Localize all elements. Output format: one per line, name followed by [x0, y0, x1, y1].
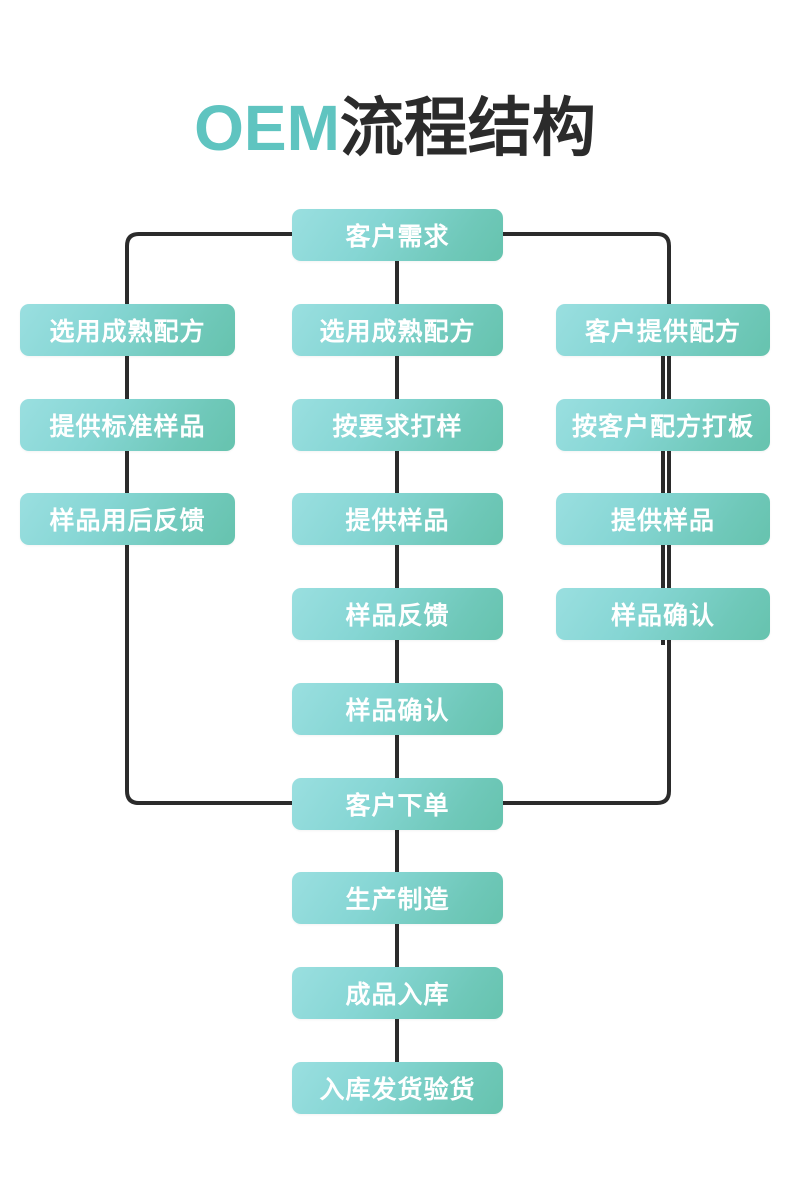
node-label: 提供样品	[345, 507, 450, 535]
node-label: 入库发货验货	[319, 1076, 476, 1104]
node-left-3[interactable]: 样品用后反馈	[20, 493, 235, 545]
node-label: 样品确认	[345, 697, 450, 725]
node-right-1[interactable]: 客户提供配方	[556, 304, 770, 356]
node-label: 生产制造	[345, 886, 450, 914]
node-label: 客户提供配方	[584, 318, 741, 346]
node-label: 按客户配方打板	[571, 413, 754, 441]
node-mid-4[interactable]: 样品反馈	[292, 588, 503, 640]
node-mid-3[interactable]: 提供样品	[292, 493, 503, 545]
node-label: 样品确认	[610, 602, 715, 630]
node-label: 选用成熟配方	[319, 318, 476, 346]
node-right-4[interactable]: 样品确认	[556, 588, 770, 640]
node-mid-1[interactable]: 选用成熟配方	[292, 304, 503, 356]
node-left-2[interactable]: 提供标准样品	[20, 399, 235, 451]
node-root-customer-demand[interactable]: 客户需求	[292, 209, 503, 261]
node-label: 客户下单	[345, 792, 450, 820]
node-mid-2[interactable]: 按要求打样	[292, 399, 503, 451]
node-label: 成品入库	[345, 981, 450, 1009]
node-right-2[interactable]: 按客户配方打板	[556, 399, 770, 451]
page-title-prefix: OEM	[194, 92, 340, 164]
node-right-3[interactable]: 提供样品	[556, 493, 770, 545]
node-label: 提供样品	[610, 507, 715, 535]
page-title-suffix: 流程结构	[339, 92, 596, 164]
node-tail-3-warehouse[interactable]: 成品入库	[292, 967, 503, 1019]
node-label: 客户需求	[345, 223, 450, 251]
node-tail-4-shipping[interactable]: 入库发货验货	[292, 1062, 503, 1114]
node-label: 样品用后反馈	[49, 507, 206, 535]
node-label: 按要求打样	[332, 413, 463, 441]
node-tail-2-production[interactable]: 生产制造	[292, 872, 503, 924]
node-mid-5[interactable]: 样品确认	[292, 683, 503, 735]
page-title: OEM流程结构	[0, 93, 790, 163]
node-label: 选用成熟配方	[49, 318, 206, 346]
node-label: 样品反馈	[345, 602, 450, 630]
node-left-1[interactable]: 选用成熟配方	[20, 304, 235, 356]
node-label: 提供标准样品	[49, 413, 206, 441]
node-tail-1-customer-order[interactable]: 客户下单	[292, 778, 503, 830]
